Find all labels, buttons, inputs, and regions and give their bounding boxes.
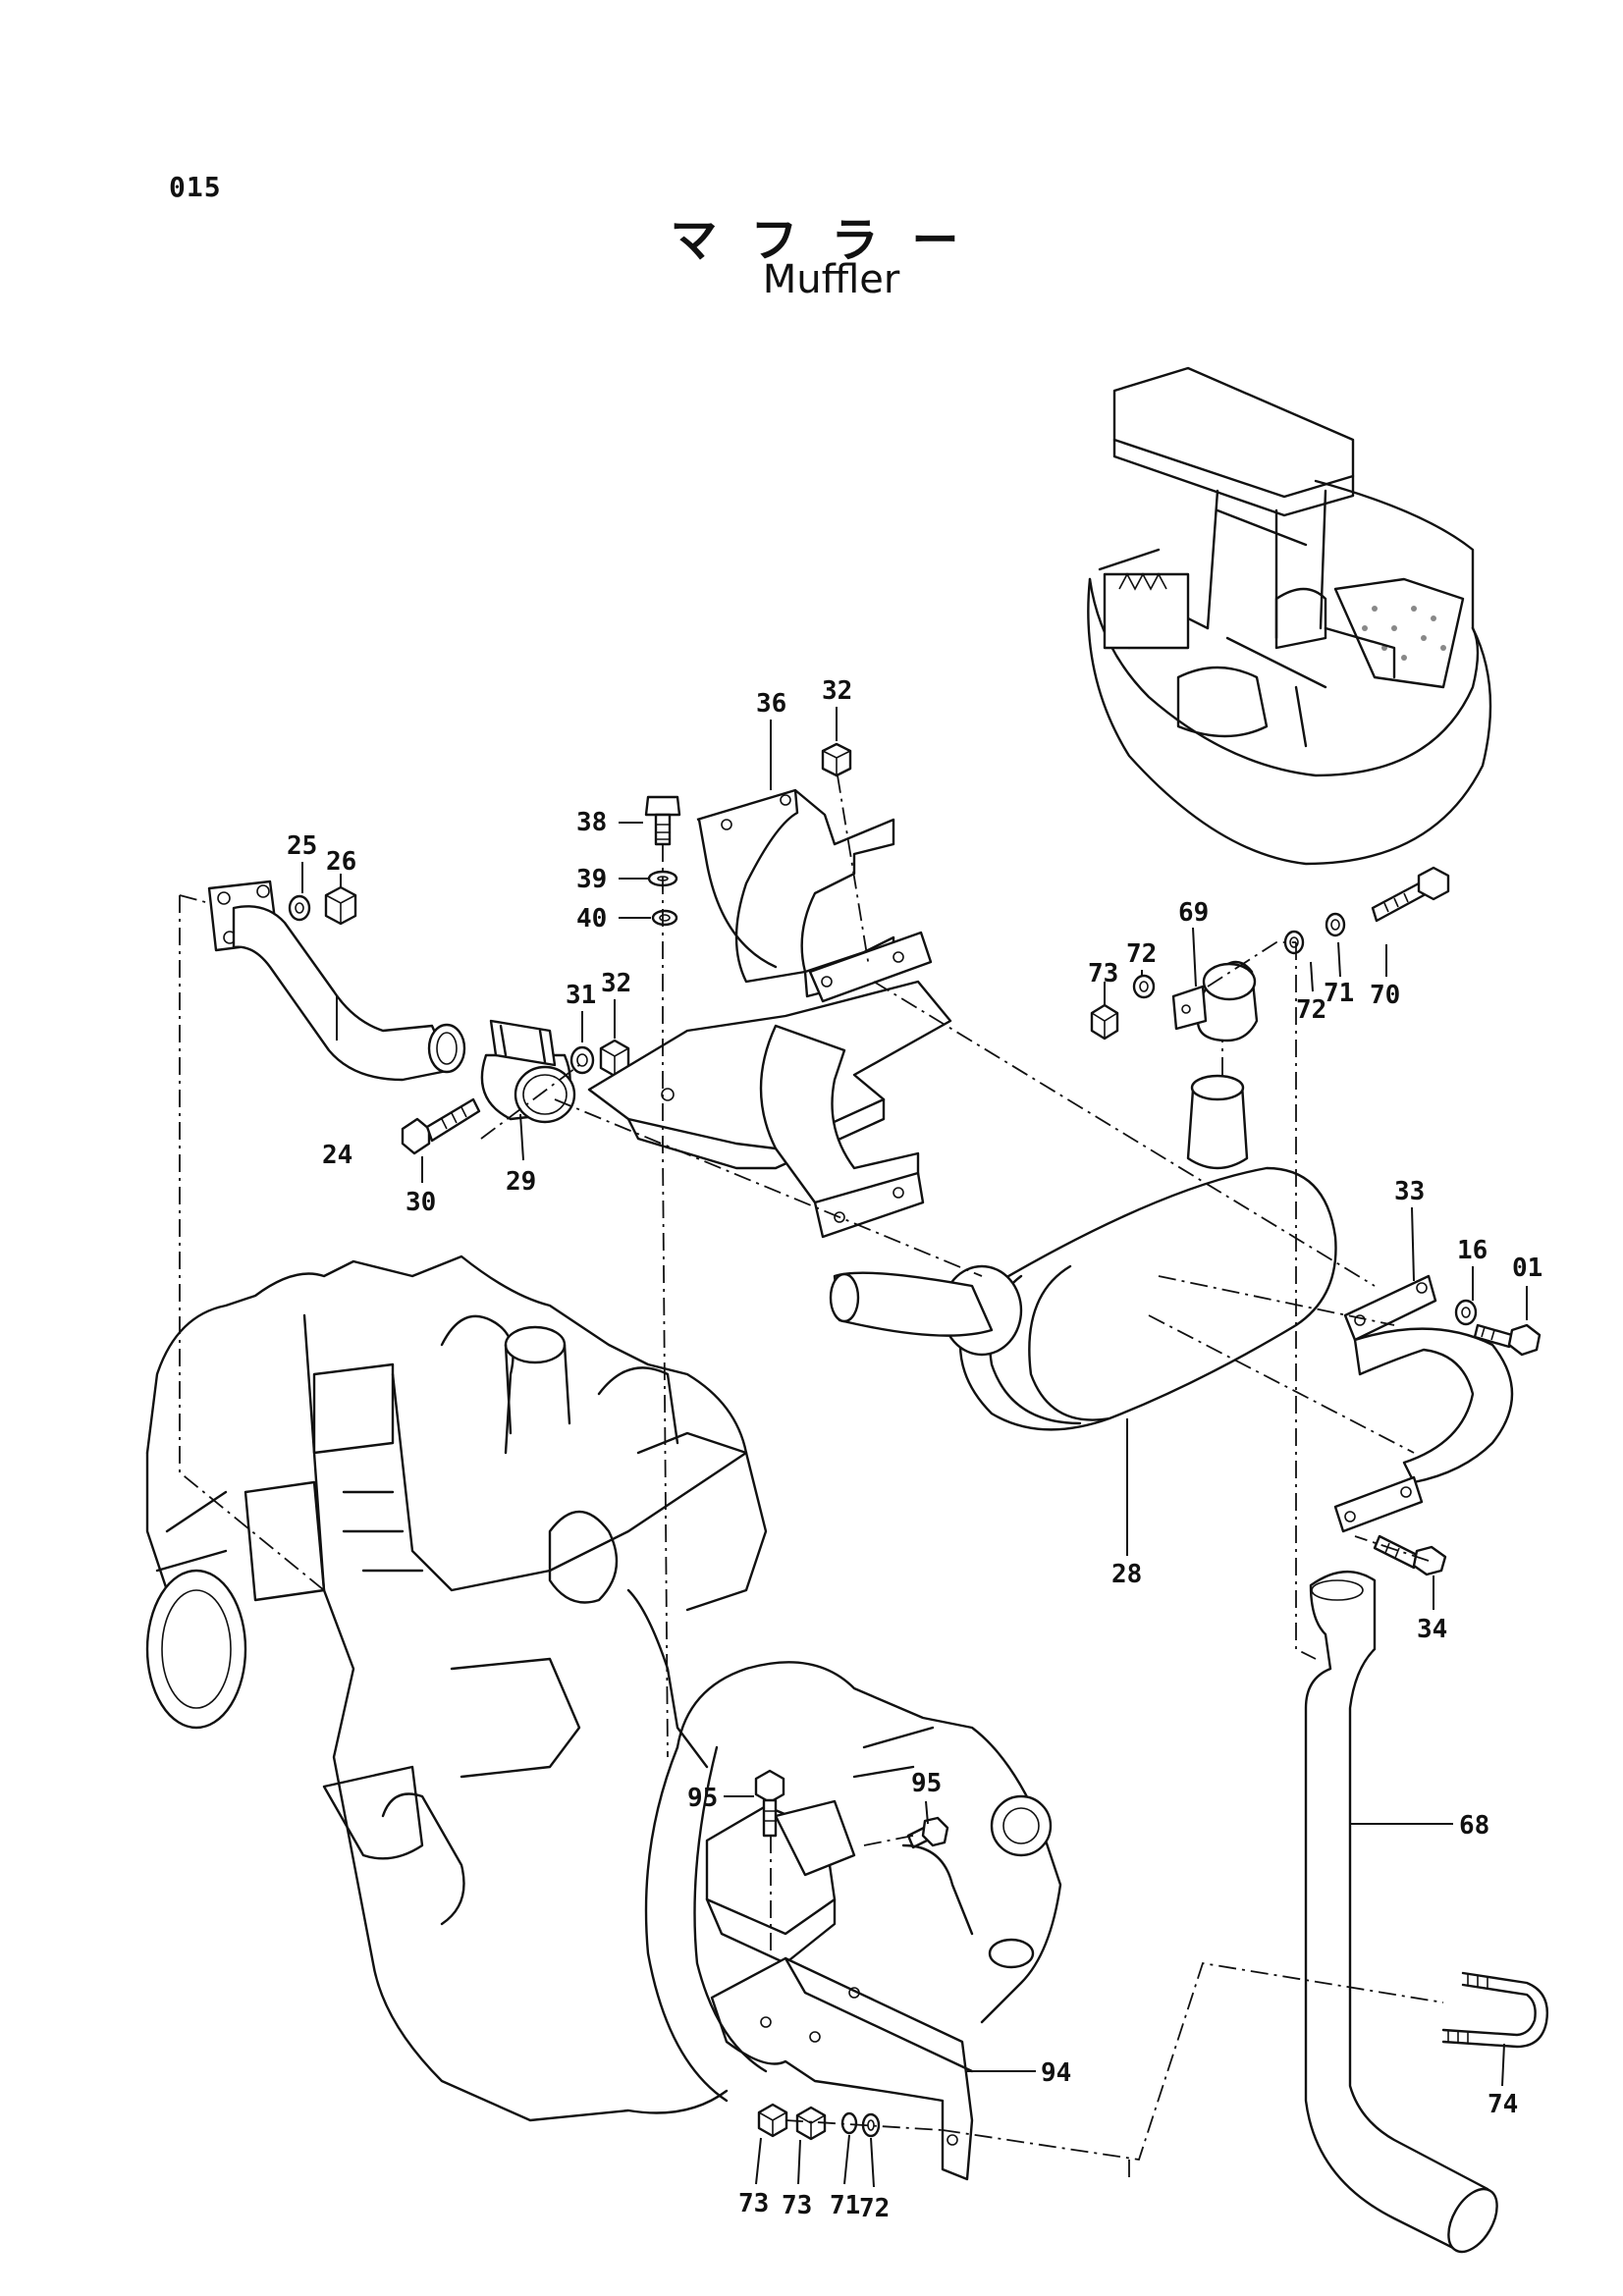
callout-26: 26 — [326, 847, 356, 877]
engine-assembly — [145, 1255, 768, 2122]
washer-25 — [288, 894, 311, 922]
callout-32-lower: 32 — [601, 969, 631, 998]
callout-69: 69 — [1178, 898, 1209, 928]
callout-24: 24 — [322, 1141, 352, 1170]
callout-01: 01 — [1512, 1254, 1542, 1283]
bolt-95-left — [754, 1769, 785, 1838]
page-number: 015 — [169, 171, 222, 203]
clamp-69 — [1171, 960, 1259, 1042]
bolt-34 — [1373, 1534, 1447, 1576]
nut-26 — [324, 885, 357, 926]
exhaust-pipe-24 — [207, 880, 466, 1082]
callout-72-left: 72 — [1126, 939, 1157, 969]
nut-73-bottom-left — [757, 2103, 788, 2138]
callout-31: 31 — [566, 981, 596, 1010]
callout-29: 29 — [506, 1167, 536, 1197]
nut-73-upper — [1090, 1003, 1119, 1041]
callout-39: 39 — [576, 865, 607, 894]
leader-lines — [301, 707, 1528, 2188]
excavator-overview-illustration — [1087, 366, 1492, 866]
callout-71-bottom: 71 — [830, 2191, 860, 2220]
bolt-38 — [644, 795, 681, 846]
flywheel-housing — [644, 1661, 1062, 2103]
washer-16 — [1454, 1299, 1478, 1326]
callout-28: 28 — [1111, 1560, 1142, 1589]
callout-16: 16 — [1457, 1236, 1488, 1265]
callout-38: 38 — [576, 808, 607, 837]
callout-73-bottom-left: 73 — [738, 2189, 769, 2218]
clamp-29 — [480, 1019, 576, 1124]
callout-34: 34 — [1417, 1615, 1447, 1644]
bolt-70 — [1371, 866, 1450, 923]
u-bolt-74 — [1441, 1971, 1548, 2049]
callout-36: 36 — [756, 689, 786, 719]
bolt-30 — [401, 1097, 481, 1155]
bracket-33 — [1333, 1274, 1514, 1533]
callout-71-upper: 71 — [1324, 979, 1354, 1008]
washer-31 — [569, 1045, 595, 1075]
callout-25: 25 — [287, 831, 317, 861]
callout-68: 68 — [1459, 1811, 1489, 1841]
washer-71-upper — [1325, 912, 1346, 937]
washer-71-bottom — [840, 2111, 858, 2135]
callout-95-left: 95 — [687, 1784, 718, 1813]
callout-40: 40 — [576, 904, 607, 934]
mounting-plate — [587, 980, 952, 1239]
callout-30: 30 — [406, 1188, 436, 1217]
bolt-01 — [1473, 1323, 1542, 1357]
nut-32-upper — [821, 742, 852, 777]
assembly-centerlines — [179, 774, 1444, 2179]
callout-94: 94 — [1041, 2058, 1071, 2088]
callout-33: 33 — [1394, 1177, 1425, 1206]
callout-72-right: 72 — [1296, 995, 1326, 1025]
callout-32-upper: 32 — [822, 676, 852, 706]
callout-labels: 25 26 24 29 30 31 32 32 36 38 39 40 69 7… — [287, 676, 1542, 2223]
title-english: Muffler — [762, 257, 900, 302]
callout-74: 74 — [1488, 2090, 1518, 2119]
callout-95-right: 95 — [911, 1769, 942, 1798]
muffler-28 — [829, 1074, 1337, 1431]
title-japanese: マフラー — [670, 213, 993, 268]
callout-73-upper: 73 — [1088, 959, 1118, 988]
callout-73-bottom-right: 73 — [782, 2191, 812, 2220]
bracket-36 — [696, 788, 933, 1003]
callout-70: 70 — [1370, 981, 1400, 1010]
washer-72-left — [1132, 974, 1156, 999]
tail-pipe-68 — [1304, 1570, 1498, 2254]
nut-73-bottom-right — [795, 2106, 827, 2141]
washer-40 — [651, 909, 678, 927]
lower-bracket-94 — [705, 1799, 974, 2181]
bolt-95-right — [906, 1816, 949, 1849]
callout-72-bottom: 72 — [859, 2194, 890, 2223]
